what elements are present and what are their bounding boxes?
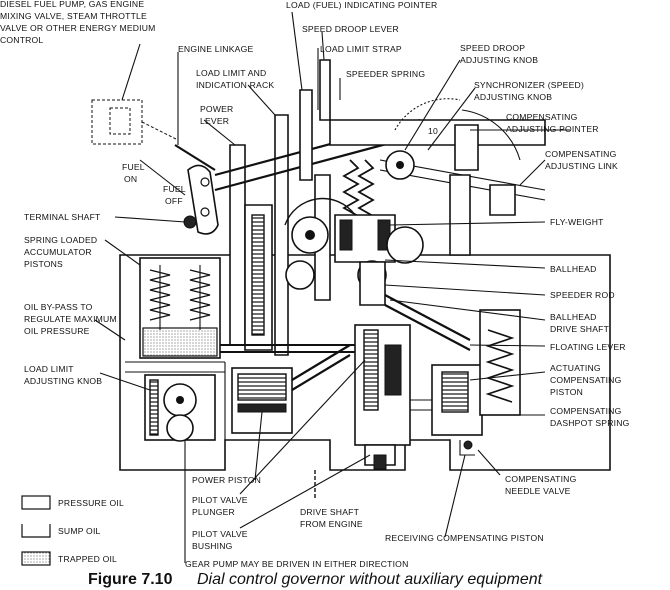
label-ballhead: BALLHEAD bbox=[550, 264, 597, 274]
label-receiving-piston: RECEIVING COMPENSATING PISTON bbox=[385, 533, 544, 543]
label-load-limit-strap: LOAD LIMIT STRAP bbox=[320, 44, 402, 54]
synchronizer-assembly bbox=[329, 98, 546, 256]
label-actuating-piston-2: COMPENSATING bbox=[550, 375, 622, 385]
label-speed-droop-lever: SPEED DROOP LEVER bbox=[302, 24, 399, 34]
label-ballhead-drive-1: BALLHEAD bbox=[550, 312, 597, 322]
legend-label-pressure: PRESSURE OIL bbox=[58, 498, 124, 508]
label-accumulator-2: ACCUMULATOR bbox=[24, 247, 92, 257]
label-speeder-rod: SPEEDER ROD bbox=[550, 290, 615, 300]
label-fuel-pump-1: DIESEL FUEL PUMP, GAS ENGINE bbox=[0, 0, 144, 9]
leader-lines bbox=[94, 11, 570, 563]
label-drive-shaft-2: FROM ENGINE bbox=[300, 519, 363, 529]
label-pilot-plunger-2: PLUNGER bbox=[192, 507, 235, 517]
label-power-lever-1: POWER bbox=[200, 104, 233, 114]
legend-item-trapped-oil: TRAPPED OIL bbox=[21, 551, 117, 566]
gear-pump bbox=[144, 374, 216, 442]
label-accumulator-1: SPRING LOADED bbox=[24, 235, 97, 245]
label-fuel-on-1: FUEL bbox=[122, 162, 145, 172]
label-compensating-pointer-1: COMPENSATING bbox=[506, 112, 578, 122]
fuel-pump-box bbox=[91, 99, 179, 145]
figure-caption: Figure 7.10 Dial control governor withou… bbox=[88, 571, 543, 588]
label-dial-ten: 10 bbox=[428, 126, 438, 136]
ballhead-assembly bbox=[334, 159, 424, 306]
label-drive-shaft-1: DRIVE SHAFT bbox=[300, 507, 360, 517]
label-fuel-pump-2: MIXING VALVE, STEAM THROTTLE bbox=[0, 11, 147, 21]
power-piston bbox=[231, 344, 351, 434]
label-accumulator-3: PISTONS bbox=[24, 259, 63, 269]
label-compensating-link-2: ADJUSTING LINK bbox=[545, 161, 618, 171]
label-load-indicating-pointer: LOAD (FUEL) INDICATING POINTER bbox=[286, 0, 437, 10]
label-dashpot-spring-1: COMPENSATING bbox=[550, 406, 622, 416]
pilot-valve bbox=[314, 324, 411, 500]
callout-labels: DIESEL FUEL PUMP, GAS ENGINE MIXING VALV… bbox=[0, 0, 630, 569]
label-power-lever-2: LEVER bbox=[200, 116, 229, 126]
label-synchronizer-knob-2: ADJUSTING KNOB bbox=[474, 92, 552, 102]
legend-item-sump-oil: SUMP OIL bbox=[21, 524, 101, 538]
legend: PRESSURE OIL SUMP OIL TRAPPED OIL bbox=[21, 495, 124, 566]
label-fuel-pump-4: CONTROL bbox=[0, 35, 43, 45]
label-fuel-pump-3: VALVE OR OTHER ENERGY MEDIUM bbox=[0, 23, 156, 33]
label-dashpot-spring-2: DASHPOT SPRING bbox=[550, 418, 630, 428]
legend-swatch-pressure bbox=[21, 495, 51, 510]
label-speeder-spring: SPEEDER SPRING bbox=[346, 69, 425, 79]
legend-label-sump: SUMP OIL bbox=[58, 526, 101, 536]
label-speed-droop-knob-2: ADJUSTING KNOB bbox=[460, 55, 538, 65]
label-compensating-pointer-2: ADJUSTING POINTER bbox=[506, 124, 599, 134]
upper-linkage bbox=[214, 59, 421, 356]
label-gear-pump: GEAR PUMP MAY BE DRIVEN IN EITHER DIRECT… bbox=[185, 559, 408, 569]
label-load-limit-knob-1: LOAD LIMIT bbox=[24, 364, 74, 374]
governor-case bbox=[119, 254, 611, 471]
mechanism-drawing bbox=[91, 59, 611, 500]
label-fuel-on-2: ON bbox=[124, 174, 137, 184]
label-pilot-bushing-2: BUSHING bbox=[192, 541, 233, 551]
label-actuating-piston-3: PISTON bbox=[550, 387, 583, 397]
caption-figure-number: Figure 7.10 bbox=[88, 571, 173, 588]
label-oil-bypass-2: REGULATE MAXIMUM bbox=[24, 314, 117, 324]
legend-item-pressure-oil: PRESSURE OIL bbox=[21, 495, 124, 510]
legend-swatch-sump bbox=[21, 524, 51, 538]
label-synchronizer-knob-1: SYNCHRONIZER (SPEED) bbox=[474, 80, 584, 90]
label-ballhead-drive-2: DRIVE SHAFT bbox=[550, 324, 610, 334]
label-terminal-shaft: TERMINAL SHAFT bbox=[24, 212, 101, 222]
legend-label-trapped: TRAPPED OIL bbox=[58, 554, 117, 564]
label-load-limit-knob-2: ADJUSTING KNOB bbox=[24, 376, 102, 386]
legend-swatch-trapped bbox=[21, 551, 51, 566]
label-pilot-plunger-1: PILOT VALVE bbox=[192, 495, 248, 505]
label-compensating-link-1: COMPENSATING bbox=[545, 149, 617, 159]
label-needle-valve-1: COMPENSATING bbox=[505, 474, 577, 484]
label-oil-bypass-1: OIL BY-PASS TO bbox=[24, 302, 93, 312]
label-power-piston: POWER PISTON bbox=[192, 475, 261, 485]
label-floating-lever: FLOATING LEVER bbox=[550, 342, 626, 352]
compensating-section bbox=[384, 294, 521, 456]
label-actuating-piston-1: ACTUATING bbox=[550, 363, 601, 373]
label-needle-valve-2: NEEDLE VALVE bbox=[505, 486, 571, 496]
label-fuel-off-2: OFF bbox=[165, 196, 183, 206]
accumulator bbox=[139, 257, 221, 359]
label-speed-droop-knob-1: SPEED DROOP bbox=[460, 43, 525, 53]
engine-linkage bbox=[139, 144, 219, 235]
label-load-limit-rack-1: LOAD LIMIT AND bbox=[196, 68, 266, 78]
label-engine-linkage: ENGINE LINKAGE bbox=[178, 44, 253, 54]
caption-text: Dial control governor without auxiliary … bbox=[197, 571, 543, 588]
label-pilot-bushing-1: PILOT VALVE bbox=[192, 529, 248, 539]
label-load-limit-rack-2: INDICATION RACK bbox=[196, 80, 274, 90]
label-fly-weight: FLY-WEIGHT bbox=[550, 217, 604, 227]
label-oil-bypass-3: OIL PRESSURE bbox=[24, 326, 90, 336]
oil-passages bbox=[220, 344, 432, 411]
label-fuel-off-1: FUEL bbox=[163, 184, 186, 194]
